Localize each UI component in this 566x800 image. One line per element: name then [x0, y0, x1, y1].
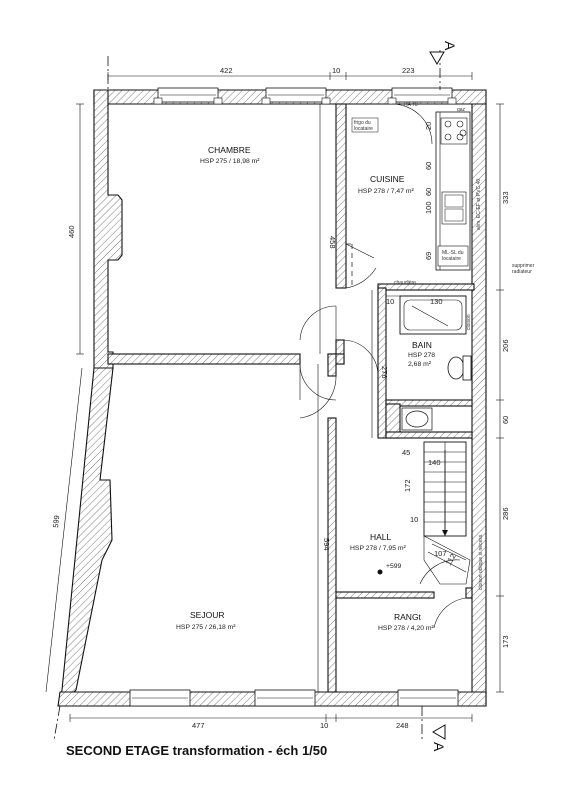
dim-left-upper: 460 — [67, 225, 76, 238]
section-marker-bottom: A — [431, 724, 447, 752]
wall-chambre-kitchen — [335, 103, 347, 289]
note-cloison-oblique: cloison oblique si nécess. — [478, 533, 484, 590]
note-mlsl-1: ML-SL du — [442, 250, 464, 256]
wall-sejour-hall-top — [327, 353, 337, 377]
note-cloison: cloison — [466, 314, 472, 330]
bottom-windows — [129, 689, 459, 707]
room-name-sejour: SEJOUR — [190, 610, 224, 620]
dim-kitchen-3: 60 — [424, 188, 433, 196]
dimension-lines — [45, 72, 504, 722]
kitchen-counter — [435, 111, 471, 271]
room-info-cuisine: HSP 278 / 7,47 m² — [358, 188, 415, 195]
note-mlsl-2: locataire — [442, 256, 461, 262]
top-windows — [153, 87, 457, 105]
wall-bain-left — [377, 287, 387, 439]
dim-chambre-depth: 458 — [328, 236, 337, 249]
room-hsp-bain: HSP 278 — [408, 352, 435, 359]
dim-right-bain: 206 — [501, 339, 510, 352]
dim-top-left: 422 — [220, 66, 233, 75]
toilet — [447, 355, 472, 381]
left-wall-lower — [59, 367, 114, 708]
dim-kitchen-1: 20 — [424, 122, 433, 130]
room-name-cuisine: CUISINE — [370, 174, 405, 184]
dim-bain-depth: 276 — [380, 366, 389, 379]
dim-right-hall: 286 — [501, 507, 510, 520]
room-name-bain: BAIN — [412, 340, 432, 350]
hall-level: +599 — [386, 563, 402, 570]
dim-stair-172: 172 — [403, 479, 412, 492]
dim-top-mid: 10 — [332, 66, 340, 75]
wall-sejour-hall — [327, 417, 337, 693]
note-frigo-2: locataire — [354, 126, 373, 132]
note-ha: HA 78 — [404, 102, 418, 108]
wall-hall-rangt — [335, 591, 435, 599]
dim-right-wc: 60 — [501, 416, 510, 424]
note-radiateur-2: radiateur — [512, 269, 532, 275]
section-line-left-bottom — [53, 705, 61, 741]
dim-left-lower: 599 — [51, 515, 61, 528]
wall-bain-wc — [385, 399, 473, 407]
dim-bottom-mid: 10 — [320, 721, 328, 730]
room-info-chambre: HSP 275 / 18,98 m² — [200, 158, 260, 165]
room-info-hall: HSP 278 / 7,95 m² — [350, 545, 407, 552]
dim-stair-140: 140 — [428, 458, 441, 467]
washbasin — [401, 407, 433, 431]
section-label-top: A — [442, 41, 458, 51]
bathtub — [399, 295, 467, 335]
drawing-title: SECOND ETAGE transformation - éch 1/50 — [66, 743, 328, 758]
dim-kitchen-2: 60 — [424, 162, 433, 170]
dim-bottom-right: 248 — [396, 721, 409, 730]
room-info-sejour: HSP 275 / 26,18 m² — [176, 624, 236, 631]
note-gaz: gaz — [457, 107, 466, 113]
dim-bath-side: 10 — [386, 297, 394, 306]
section-label-bottom: A — [431, 742, 447, 752]
staircase — [423, 441, 471, 585]
dim-kitchen-5: 69 — [424, 252, 433, 260]
dim-stair-107: 107 — [434, 549, 447, 558]
note-alim: alim. EC-EF et PVC 40 — [476, 179, 482, 230]
annotation-notes: frigo du locataire HA 78 gaz ML-SL du lo… — [351, 102, 535, 590]
dim-kitchen-4: 100 — [424, 201, 433, 214]
dim-sejour-depth: 594 — [322, 538, 331, 551]
left-wall-upper — [93, 89, 123, 369]
wall-kitchen-bain — [377, 283, 475, 291]
doors — [299, 103, 467, 629]
note-frigo-1: frigo du — [354, 120, 371, 126]
wall-rangt-right — [465, 587, 473, 599]
section-marker-top: A — [429, 41, 458, 65]
room-labels: CHAMBRE HSP 275 / 18,98 m² CUISINE HSP 2… — [176, 145, 435, 632]
room-name-rangt: RANGt — [394, 612, 422, 622]
dim-stair-45: 45 — [402, 448, 410, 457]
wall-chambre-sejour — [107, 353, 301, 365]
note-radiateur-1: supprimer — [512, 263, 535, 269]
dim-stair-10: 10 — [410, 515, 418, 524]
dim-top-right: 223 — [402, 66, 415, 75]
dim-bath-width: 130 — [430, 297, 443, 306]
room-name-chambre: CHAMBRE — [208, 145, 251, 155]
dim-right-kitchen: 333 — [501, 191, 510, 204]
room-name-hall: HALL — [370, 532, 392, 542]
note-chaudiere: chaudière — [394, 280, 416, 286]
dim-bottom-left: 477 — [192, 721, 205, 730]
room-area-bain: 2,68 m² — [408, 361, 432, 368]
room-info-rangt: HSP 278 / 4,20 m² — [378, 625, 435, 632]
wall-wc-bottom — [385, 431, 473, 439]
dim-right-rangt: 173 — [501, 635, 510, 648]
